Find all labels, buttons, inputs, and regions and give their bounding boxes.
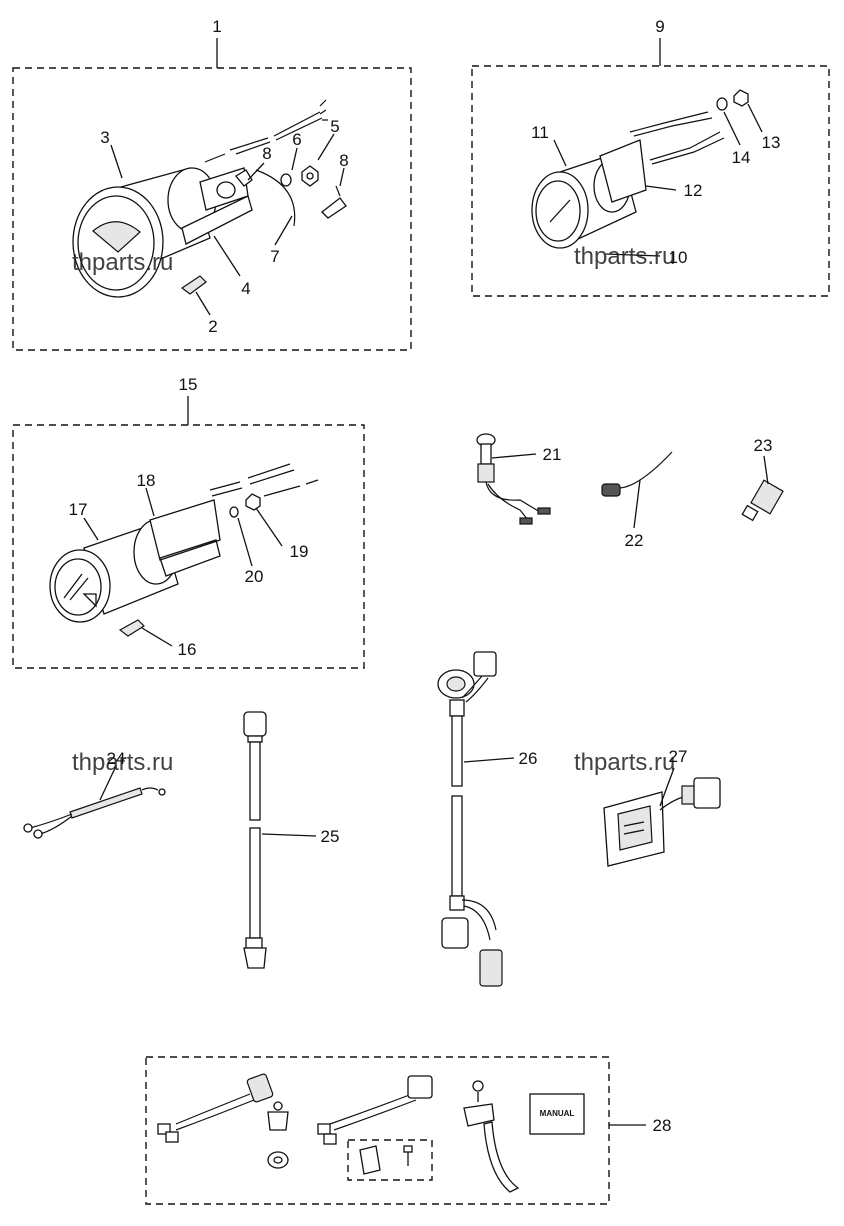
- dashed-box-1: [12, 67, 412, 351]
- bulb-lead-part-22: [601, 451, 673, 529]
- callout-number: 11: [531, 123, 549, 142]
- harness-part-27: [603, 767, 721, 867]
- assembly-group-1: [12, 38, 412, 351]
- dashed-box-9: [471, 65, 830, 297]
- nut-part-19: [245, 493, 261, 511]
- harness-part-24: [23, 765, 166, 839]
- callout-number: 12: [684, 181, 703, 200]
- terminal-part: [235, 169, 253, 187]
- washer-part-14: [716, 97, 728, 111]
- harness-part-25: [243, 711, 317, 969]
- dashed-box-15: [12, 424, 365, 669]
- washer-part-20: [229, 506, 239, 518]
- callout-number: 1: [212, 17, 221, 36]
- manual-label: MANUAL: [540, 1109, 575, 1118]
- callout-number: 8: [262, 144, 271, 163]
- watermark-2: thparts.ru: [574, 243, 675, 270]
- callout-number: 26: [519, 749, 538, 768]
- callout-number: 3: [100, 128, 109, 147]
- callout-number: 15: [179, 375, 198, 394]
- kit-connector-part: [463, 1080, 520, 1193]
- nut-part-13: [733, 89, 749, 107]
- callout-number: 9: [655, 17, 664, 36]
- trim-gauge-bracket-part: [149, 499, 221, 577]
- callout-number: 21: [543, 445, 562, 464]
- callout-number: 23: [754, 436, 773, 455]
- callout-number: 7: [270, 247, 279, 266]
- lens-part-16: [118, 619, 145, 637]
- kit-harness-part: [317, 1075, 433, 1145]
- owners-manual-part: [529, 1093, 585, 1135]
- lamp-lens-part: [180, 275, 207, 295]
- callout-number: 10: [669, 248, 688, 267]
- loose-parts-row: [476, 433, 784, 529]
- callout-number: 28: [653, 1116, 672, 1135]
- callout-number: 2: [208, 317, 217, 336]
- callout-number: 16: [178, 640, 197, 659]
- assembly-group-9: [471, 38, 830, 297]
- callout-number: 13: [762, 133, 781, 152]
- switch-harness-part-21: [476, 433, 551, 525]
- callout-number: 17: [69, 500, 88, 519]
- callout-number: 20: [245, 567, 264, 586]
- harness-part-26: [437, 651, 515, 987]
- gauge-bracket-part: [599, 139, 647, 203]
- callout-number: 19: [290, 542, 309, 561]
- kit-bracket-subassembly: [347, 1139, 433, 1181]
- watermark-1: thparts.ru: [72, 249, 173, 276]
- callout-number: 5: [330, 117, 339, 136]
- callout-number: 24: [107, 749, 126, 768]
- assembly-group-15: [12, 396, 365, 669]
- callout-number: 27: [669, 747, 688, 766]
- dashed-box-28: [145, 1056, 610, 1205]
- callout-number: 8: [339, 151, 348, 170]
- callout-number: 6: [292, 130, 301, 149]
- dashed-box-kit: [347, 1139, 433, 1181]
- callout-number: 4: [241, 279, 250, 298]
- callout-number: 25: [321, 827, 340, 846]
- watermark-4: thparts.ru: [574, 749, 675, 776]
- watermark-3: thparts.ru: [72, 749, 173, 776]
- washer-part: [280, 173, 292, 187]
- callout-number: 22: [625, 531, 644, 550]
- assembly-group-28: [145, 1056, 646, 1205]
- kit-lead-part: [157, 1073, 274, 1143]
- kit-bulb-part: [267, 1101, 289, 1169]
- callout-number: 14: [732, 148, 751, 167]
- callout-number: 18: [137, 471, 156, 490]
- sender-part-23: [741, 455, 784, 522]
